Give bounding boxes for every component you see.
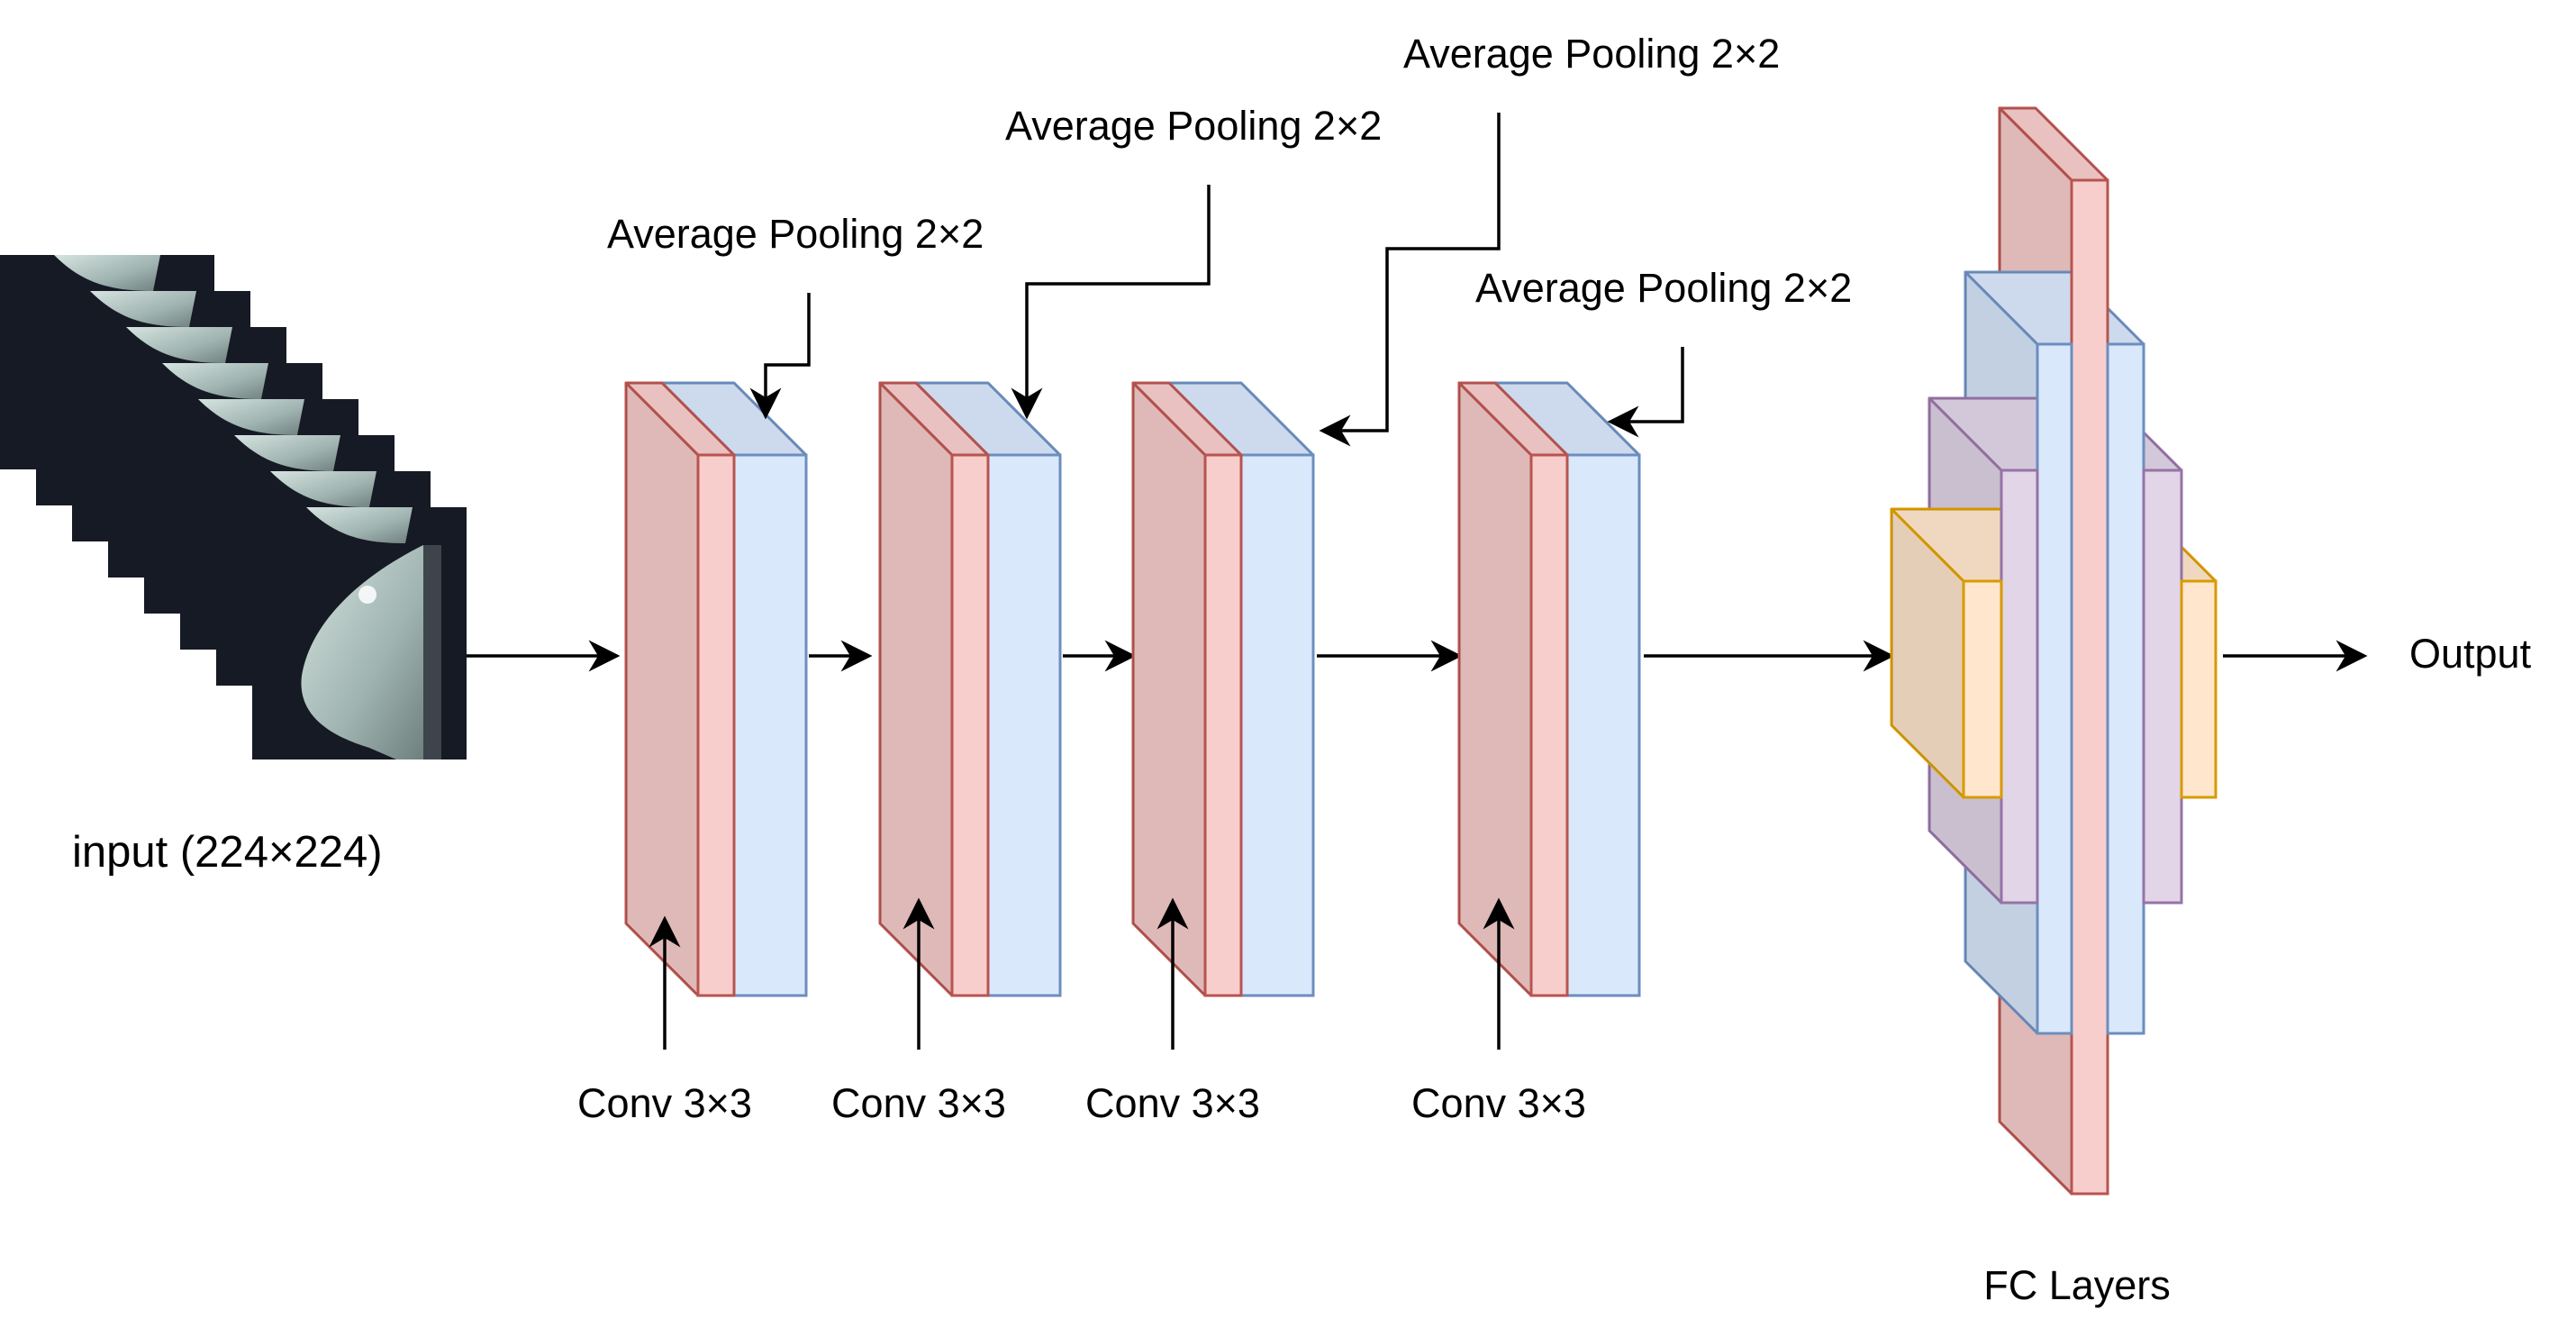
input-image-stack [0, 255, 467, 759]
pool-layer-3-front [1239, 453, 1315, 997]
fc-red-front-overlay [2070, 178, 2109, 1196]
conv-3-label: Conv 3×3 [1085, 1080, 1260, 1126]
fc-layers-label: FC Layers [1983, 1262, 2171, 1308]
fc-layers-block [1890, 106, 2218, 1196]
pool-layer-2-front [986, 453, 1062, 997]
conv-layer-1-front [696, 453, 736, 997]
pool-4-label: Average Pooling 2×2 [1475, 265, 1852, 311]
mammogram-slice-front [252, 545, 467, 759]
fc-orange-right-strip [2180, 579, 2218, 799]
pool-2-label: Average Pooling 2×2 [1005, 103, 1382, 149]
conv-layer-4-front [1529, 453, 1569, 997]
conv-4-label: Conv 3×3 [1411, 1080, 1586, 1126]
fc-purple-left-strip [2000, 468, 2039, 905]
pooling-callouts [749, 113, 1684, 447]
conv-callouts [649, 897, 1515, 1050]
conv-2-label: Conv 3×3 [831, 1080, 1006, 1126]
pool-3-callout-arrow [1319, 113, 1501, 447]
fc-purple-right-strip [2142, 468, 2183, 905]
pool-1-callout-arrow [749, 293, 811, 420]
conv-layer-1 [624, 381, 736, 997]
fc-blue-right-strip [2106, 342, 2145, 1035]
input-label: input (224×224) [72, 828, 383, 877]
conv-1-label: Conv 3×3 [577, 1080, 752, 1126]
conv-layer-3 [1131, 381, 1243, 997]
pool-3-label: Average Pooling 2×2 [1403, 31, 1780, 77]
bright-spot [358, 586, 376, 604]
conv-pool-blocks [624, 381, 1641, 997]
conv-layer-3-front [1203, 453, 1243, 997]
conv-pool-block-3 [1131, 381, 1315, 997]
fc-blue-left-strip [2036, 342, 2073, 1035]
pool-2-callout-arrow [1011, 185, 1211, 420]
conv-pool-block-1 [624, 381, 808, 997]
pool-layer-1-front [732, 453, 808, 997]
conv-layer-4 [1457, 381, 1569, 997]
conv-layer-2-front [950, 453, 990, 997]
conv-pool-block-4 [1457, 381, 1641, 997]
conv-pool-block-2 [878, 381, 1062, 997]
breast-tissue [301, 545, 423, 759]
pool-1-label: Average Pooling 2×2 [607, 211, 984, 257]
fc-orange-left-strip [1962, 579, 2003, 799]
pool-layer-4-front [1565, 453, 1641, 997]
conv-layer-2 [878, 381, 990, 997]
output-label: Output [2409, 631, 2532, 677]
pool-4-callout-arrow [1607, 347, 1684, 438]
